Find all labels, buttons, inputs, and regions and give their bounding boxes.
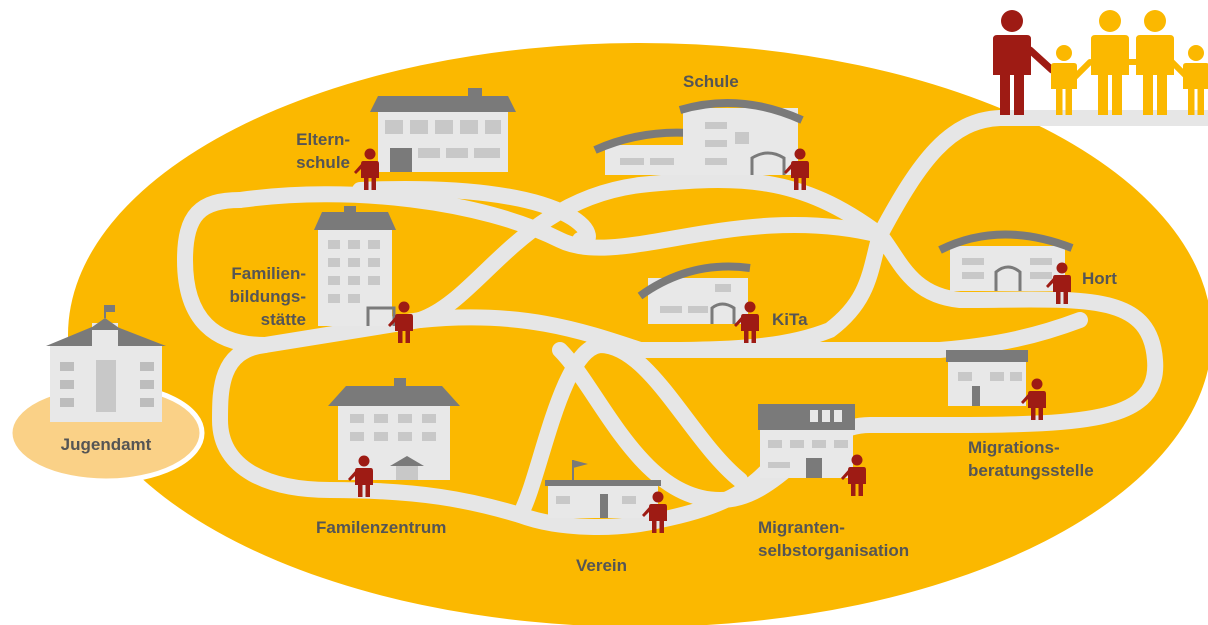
familienzentrum-building[interactable]: [328, 378, 460, 480]
kita-label: KiTa: [772, 310, 808, 329]
familienbildungsstaette-building[interactable]: [314, 206, 396, 326]
migrantenselbstorganisation-label-line-1: Migranten-: [758, 518, 845, 537]
migrationsberatungsstelle-building[interactable]: [946, 350, 1028, 406]
schule-label: Schule: [683, 72, 739, 91]
kita-building[interactable]: [637, 262, 751, 324]
elternschule-label-line-2: schule: [296, 153, 350, 172]
familienbildungsstaette-label-line-3: stätte: [260, 310, 306, 329]
schule-building[interactable]: [593, 98, 804, 175]
migrantenselbstorganisation-label: Migranten- selbstorganisation: [758, 516, 909, 562]
hort-building[interactable]: [938, 230, 1074, 291]
familienbildungsstaette-label: Familien- bildungs- stätte: [196, 262, 306, 331]
jugendamt-building[interactable]: [7, 305, 205, 484]
familienbildungsstaette-label-line-2: bildungs-: [229, 287, 306, 306]
migrantenselbstorganisation-building[interactable]: [758, 404, 855, 478]
migrantenselbstorganisation-label-line-2: selbstorganisation: [758, 541, 910, 560]
family-icon: [993, 10, 1208, 115]
elternschule-label: Eltern- schule: [250, 128, 350, 174]
migrationsberatungsstelle-label-line-1: Migrations-: [968, 438, 1060, 457]
migrationsberatungsstelle-label: Migrations- beratungsstelle: [968, 436, 1094, 482]
familienbildungsstaette-label-line-1: Familien-: [231, 264, 306, 283]
familienzentrum-label: Familenzentrum: [316, 518, 447, 537]
elternschule-building[interactable]: [370, 88, 516, 172]
elternschule-label-line-1: Eltern-: [296, 130, 350, 149]
verein-building[interactable]: [545, 460, 661, 518]
migrationsberatungsstelle-label-line-2: beratungsstelle: [968, 461, 1094, 480]
jugendamt-label: Jugendamt: [60, 435, 152, 454]
hort-label: Hort: [1082, 269, 1117, 288]
verein-label: Verein: [576, 556, 628, 575]
